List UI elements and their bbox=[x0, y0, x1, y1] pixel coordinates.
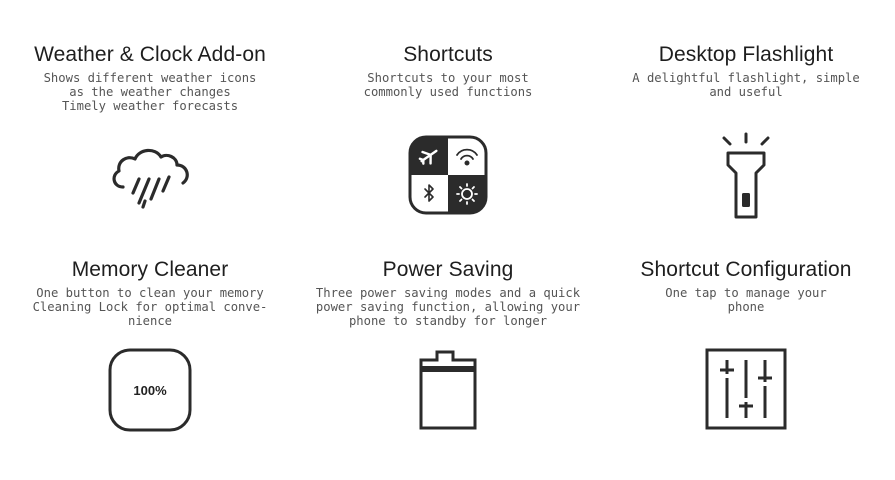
feature-description: Shows different weather icons as the wea… bbox=[1, 71, 299, 113]
description-line: Cleaning Lock for optimal conve- bbox=[32, 300, 268, 314]
shortcuts-grid-icon bbox=[408, 135, 488, 220]
feature-title: Memory Cleaner bbox=[71, 258, 229, 281]
weather-rain-cloud-icon bbox=[109, 147, 191, 220]
feature-shortcuts: Shortcuts Shortcuts to your most commonl… bbox=[299, 43, 597, 215]
description-line: nience bbox=[127, 314, 173, 328]
description-line: Three power saving modes and a quick bbox=[315, 286, 581, 300]
battery-icon bbox=[417, 348, 479, 437]
description-line: One tap to manage your bbox=[665, 286, 827, 300]
description-line: phone bbox=[727, 300, 765, 314]
description-line: power saving function, allowing your bbox=[315, 300, 581, 314]
flashlight-icon bbox=[706, 131, 786, 226]
feature-description: Shortcuts to your most commonly used fun… bbox=[299, 71, 597, 99]
sliders-config-icon bbox=[705, 348, 787, 435]
description-line: Timely weather forecasts bbox=[61, 99, 239, 113]
feature-description: A delightful flashlight, simple and usef… bbox=[597, 71, 895, 99]
description-line: Shortcuts to your most bbox=[367, 71, 529, 85]
description-line: commonly used functions bbox=[363, 85, 533, 99]
airplane-icon bbox=[418, 149, 438, 165]
brightness-icon bbox=[456, 183, 478, 205]
description-line: phone to standby for longer bbox=[348, 314, 548, 328]
feature-title: Power Saving bbox=[382, 258, 514, 281]
description-line: A delightful flashlight, simple bbox=[632, 71, 860, 85]
description-line: and useful bbox=[709, 85, 783, 99]
feature-description: One tap to manage your phone bbox=[597, 286, 895, 314]
feature-title: Shortcuts bbox=[403, 43, 493, 66]
feature-title: Shortcut Configuration bbox=[640, 258, 852, 281]
bluetooth-icon bbox=[424, 184, 434, 202]
wifi-icon bbox=[456, 148, 478, 166]
description-line: as the weather changes bbox=[69, 85, 231, 99]
feature-description: One button to clean your memory Cleaning… bbox=[1, 286, 299, 328]
description-line: Shows different weather icons bbox=[43, 71, 257, 85]
memory-percent-label: 100% bbox=[133, 383, 167, 398]
feature-description: Three power saving modes and a quick pow… bbox=[299, 286, 597, 328]
description-line: One button to clean your memory bbox=[36, 286, 264, 300]
feature-power-saving: Power Saving Three power saving modes an… bbox=[299, 258, 597, 430]
feature-desktop-flashlight: Desktop Flashlight A delightful flashlig… bbox=[597, 43, 895, 219]
feature-memory-cleaner: Memory Cleaner One button to clean your … bbox=[1, 258, 299, 432]
feature-shortcut-configuration: Shortcut Configuration One tap to manage… bbox=[597, 258, 895, 430]
feature-title: Weather & Clock Add-on bbox=[34, 43, 266, 66]
feature-title: Desktop Flashlight bbox=[658, 43, 834, 66]
memory-cleaner-icon[interactable]: 100% bbox=[108, 348, 192, 437]
feature-weather-clock: Weather & Clock Add-on Shows different w… bbox=[1, 43, 299, 209]
